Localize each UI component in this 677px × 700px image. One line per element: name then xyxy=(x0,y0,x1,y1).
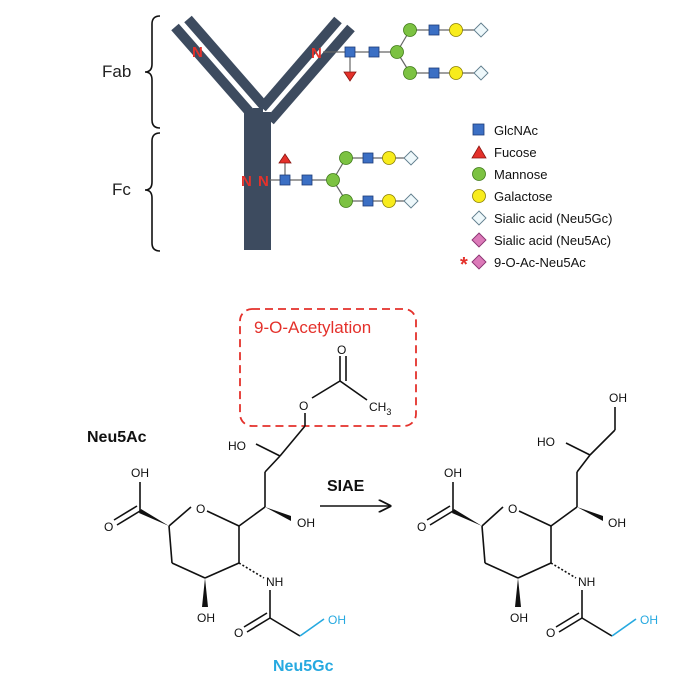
galactose-icon xyxy=(382,151,396,165)
carboxyl-oxygen: O xyxy=(417,520,426,534)
carboxyl-hydroxyl: OH xyxy=(131,466,149,480)
legend-label-galactose: Galactose xyxy=(494,189,553,204)
galactose-icon xyxy=(382,194,396,208)
glcnac-icon xyxy=(428,24,440,36)
fab-glycan xyxy=(323,22,489,82)
glcnac-icon xyxy=(368,46,380,58)
glycosite-fc-right: N xyxy=(258,173,269,190)
blue-square-icon xyxy=(472,123,485,136)
amide-oxygen: O xyxy=(234,626,243,640)
pink-diamond-icon xyxy=(471,232,487,248)
ring-oxygen: O xyxy=(508,502,517,516)
mannose-icon xyxy=(339,151,353,165)
deacetylated-molecule: OH HO OH O OH O OH NH O xyxy=(417,391,658,640)
glycosite-fc-left: N xyxy=(241,173,252,190)
fc-label: Fc xyxy=(112,180,131,199)
glcnac-icon xyxy=(362,195,374,207)
mannose-icon xyxy=(403,23,417,37)
methyl-group: CH3 xyxy=(369,400,391,417)
reaction-arrow: SIAE xyxy=(320,478,390,506)
glycolyl-hydroxyl: OH xyxy=(640,613,658,627)
neu5gc-icon xyxy=(473,22,489,38)
side-chain-hydroxyl: OH xyxy=(608,516,626,530)
glcnac-icon xyxy=(428,67,440,79)
glcnac-icon xyxy=(344,46,356,58)
antibody-chains xyxy=(171,15,355,250)
glycosite-fab-right: N xyxy=(311,45,322,62)
glcnac-icon xyxy=(301,174,313,186)
acetylation-label: 9-O-Acetylation xyxy=(254,318,371,337)
neu5ac-molecule: 9-O-Acetylation Neu5Ac O O CH3 HO OH O O… xyxy=(87,308,417,675)
fucose-icon xyxy=(343,71,357,82)
yellow-circle-icon xyxy=(472,189,486,203)
fucose-icon xyxy=(278,153,292,164)
amide-nh: NH xyxy=(266,575,283,589)
legend-label-neu5gc: Sialic acid (Neu5Gc) xyxy=(494,211,613,226)
green-circle-icon xyxy=(472,167,486,181)
mannose-icon xyxy=(390,45,404,59)
acetyl-carbonyl-oxygen: O xyxy=(337,343,346,357)
side-chain-hydroxyl: OH xyxy=(297,516,315,530)
glcnac-icon xyxy=(279,174,291,186)
amide-nh: NH xyxy=(578,575,595,589)
glcnac-icon xyxy=(362,152,374,164)
fc-glycan xyxy=(270,150,419,209)
neu5gc-icon xyxy=(403,193,419,209)
galactose-icon xyxy=(449,23,463,37)
galactose-icon xyxy=(449,66,463,80)
mannose-icon xyxy=(339,194,353,208)
fc-bracket xyxy=(144,132,161,252)
mannose-icon xyxy=(326,173,340,187)
neu5ac-label: Neu5Ac xyxy=(87,429,147,446)
neu5gc-label: Neu5Gc xyxy=(273,658,334,675)
legend: GlcNAc Fucose Mannose Galactose Sialic a… xyxy=(460,123,613,276)
antibody: Fab Fc N N N N xyxy=(102,15,489,252)
mannose-icon xyxy=(403,66,417,80)
legend-label-9-o-ac-neu5ac: 9-O-Ac-Neu5Ac xyxy=(494,255,586,270)
glycosite-fab-left: N xyxy=(192,44,203,61)
fab-bracket xyxy=(144,15,161,129)
acetylation-box xyxy=(239,308,417,427)
side-chain-hydroxyl: HO xyxy=(228,439,246,453)
terminal-hydroxyl: OH xyxy=(609,391,627,405)
asterisk-icon: * xyxy=(460,254,468,276)
red-triangle-icon xyxy=(471,145,487,159)
white-diamond-icon xyxy=(471,210,487,226)
acetyl-ester-oxygen: O xyxy=(299,399,308,413)
c4-hydroxyl: OH xyxy=(510,611,528,625)
glycolyl-hydroxyl: OH xyxy=(328,613,346,627)
amide-oxygen: O xyxy=(546,626,555,640)
legend-label-glcnac: GlcNAc xyxy=(494,123,539,138)
legend-label-neu5ac: Sialic acid (Neu5Ac) xyxy=(494,233,611,248)
side-chain-hydroxyl: HO xyxy=(537,435,555,449)
legend-label-fucose: Fucose xyxy=(494,145,537,160)
fab-label: Fab xyxy=(102,62,131,81)
neu5gc-icon xyxy=(473,65,489,81)
legend-label-mannose: Mannose xyxy=(494,167,547,182)
pink-diamond-with-asterisk-icon xyxy=(471,254,487,270)
enzyme-label: SIAE xyxy=(327,478,365,495)
carboxyl-oxygen: O xyxy=(104,520,113,534)
neu5gc-icon xyxy=(403,150,419,166)
ring-oxygen: O xyxy=(196,502,205,516)
carboxyl-hydroxyl: OH xyxy=(444,466,462,480)
c4-hydroxyl: OH xyxy=(197,611,215,625)
